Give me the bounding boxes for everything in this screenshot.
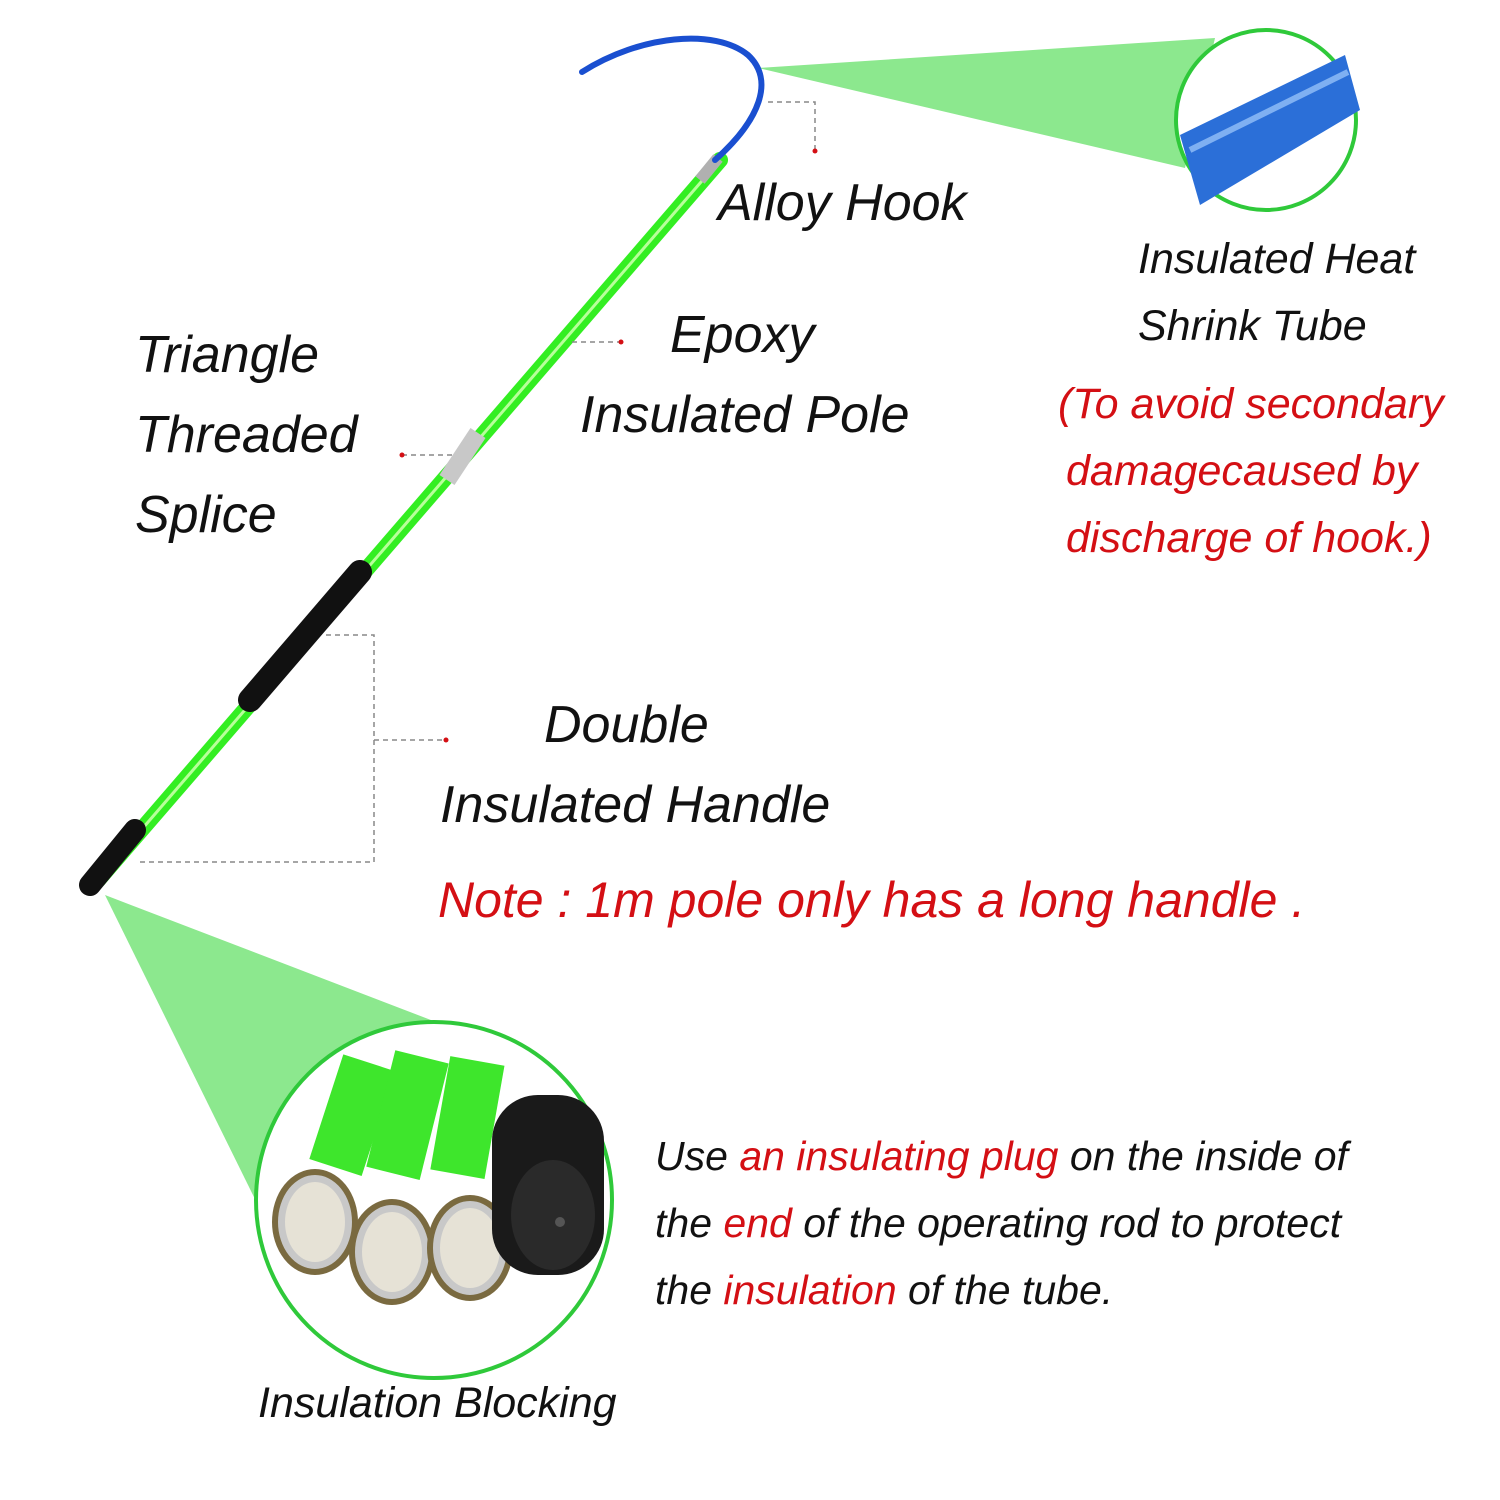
plug-text-segment: the <box>655 1200 724 1246</box>
triangle-splice-label-line3: Splice <box>135 486 277 544</box>
plug-text-segment: Use <box>655 1133 740 1179</box>
plug-text-segment: on the inside of <box>1058 1133 1348 1179</box>
leader-lines <box>140 101 816 863</box>
heat-tube-note-line2: damagecaused by <box>1066 447 1418 495</box>
plug-description-line1: Use an insulating plug on the inside of <box>655 1132 1348 1181</box>
plug-text-accent: insulation <box>723 1267 897 1313</box>
plug-text-accent: an insulating plug <box>739 1133 1059 1179</box>
pole-illustration <box>79 35 765 896</box>
insulation-blocking-label: Insulation Blocking <box>258 1379 617 1427</box>
plug-text-segment: of the tube. <box>896 1267 1114 1313</box>
insulation-blocking-zoom-circle <box>254 1020 614 1380</box>
heat-tube-note-line1: (To avoid secondary <box>1058 380 1444 428</box>
plug-text-accent: end <box>723 1200 792 1246</box>
handle-label-line2: Insulated Handle <box>440 776 831 834</box>
epoxy-pole-label-line1: Epoxy <box>670 306 815 364</box>
plug-description-line3: the insulation of the tube. <box>655 1266 1113 1315</box>
plug-text-segment: the <box>655 1267 724 1313</box>
heat-tube-zoom-circle <box>1174 28 1360 212</box>
triangle-splice-label-line2: Threaded <box>135 406 358 464</box>
heat-tube-label-line2: Shrink Tube <box>1138 302 1367 350</box>
epoxy-pole-label-line2: Insulated Pole <box>580 386 910 444</box>
plug-description-line2: the end of the operating rod to protect <box>655 1199 1341 1248</box>
blocking-callout-cone <box>105 895 470 1260</box>
plug-text-segment: of the operating rod to protect <box>791 1200 1342 1246</box>
leader-dots <box>399 148 818 743</box>
alloy-hook-label: Alloy Hook <box>718 174 967 232</box>
heat-tube-note-line3: discharge of hook.) <box>1066 514 1432 562</box>
heat-tube-callout-cone <box>758 38 1215 168</box>
heat-tube-label-line1: Insulated Heat <box>1138 235 1416 283</box>
handle-label-line1: Double <box>544 696 709 754</box>
long-handle-note: Note : 1m pole only has a long handle . <box>438 872 1306 928</box>
triangle-splice-label-line1: Triangle <box>135 326 320 384</box>
